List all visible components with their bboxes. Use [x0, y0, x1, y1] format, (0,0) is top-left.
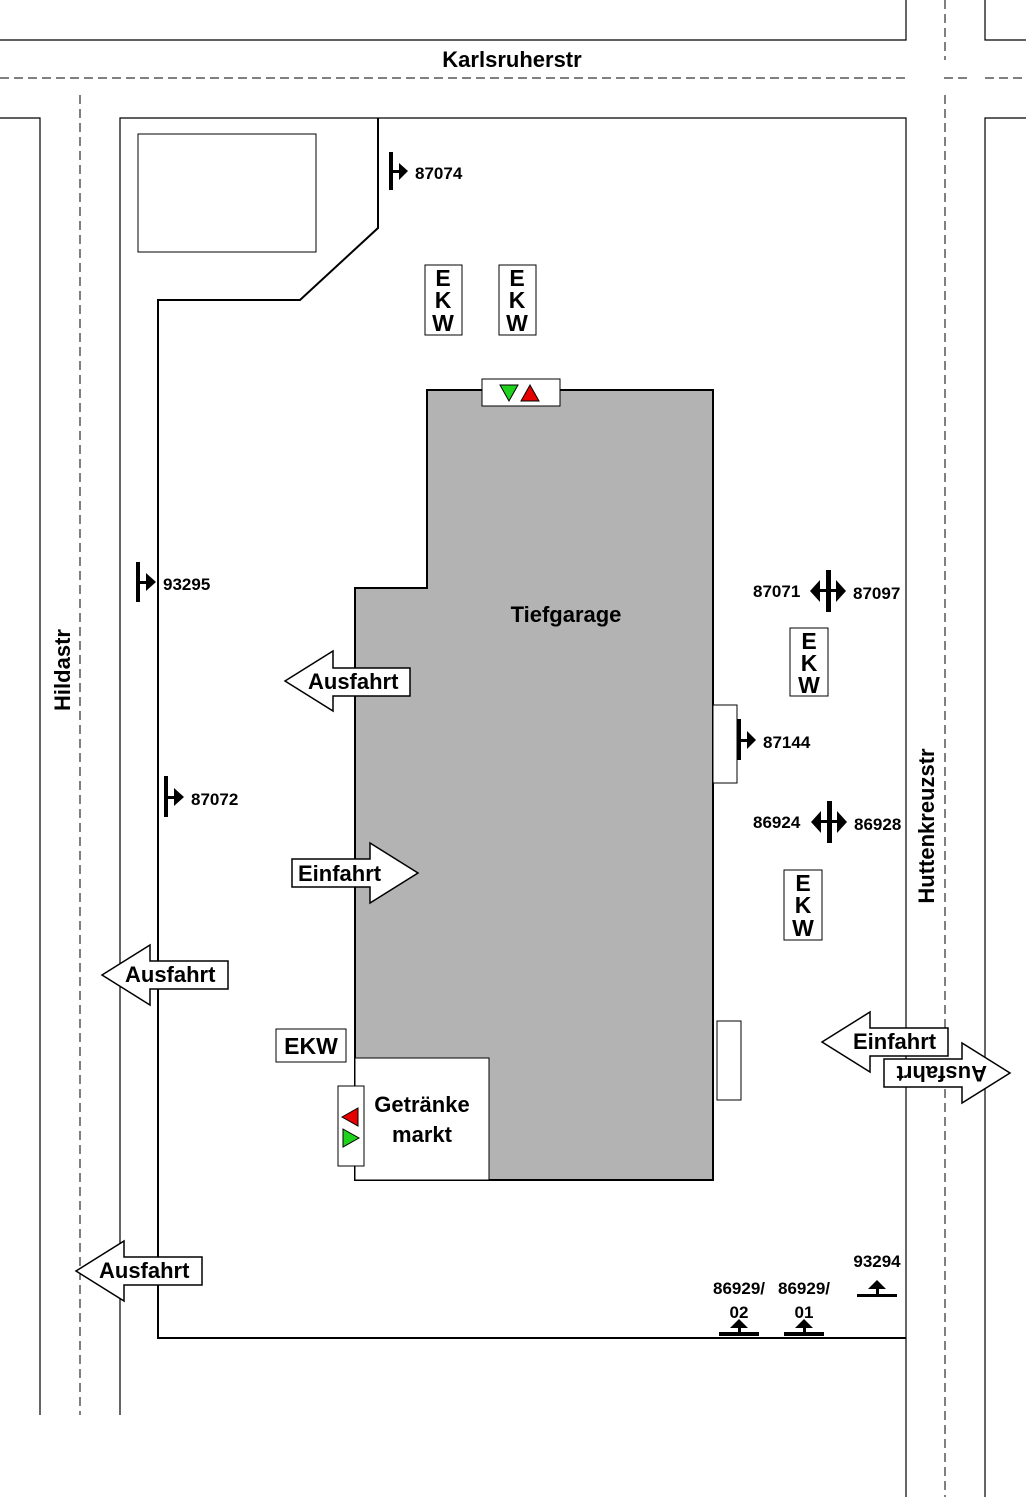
green-right-triangle-icon: [342, 1128, 361, 1148]
sign-number: 87097: [853, 584, 900, 603]
getraenkemarkt-label-1: Getränke: [374, 1092, 469, 1117]
sign-marker-86924-86928: 86924 86928: [753, 801, 901, 843]
sign-number: 86929/: [713, 1279, 765, 1298]
ekw-box: E K W: [783, 869, 823, 941]
sign-number: 93295: [163, 575, 210, 594]
ekw-letter: K: [435, 287, 452, 313]
sign-number: 87071: [753, 582, 800, 601]
ekw-box: E K W: [424, 264, 463, 336]
ekw-letter: K: [801, 650, 818, 676]
property-boundary: [157, 118, 906, 1339]
arrow-label: Ausfahrt: [125, 962, 216, 987]
getraenkemarkt-label-2: markt: [392, 1122, 453, 1147]
sign-number: 86929/: [778, 1279, 830, 1298]
sign-number: 93294: [853, 1252, 901, 1271]
red-up-triangle-icon: [520, 383, 540, 402]
outbuilding: [137, 133, 317, 253]
ausfahrt-arrow-building: Ausfahrt: [283, 649, 411, 713]
sign-marker-87072: 87072: [164, 776, 238, 817]
ekw-letter: E: [509, 265, 524, 291]
sign-marker-87144: 87144: [737, 719, 811, 760]
ausfahrt-arrow-east: Ausfahrt: [883, 1041, 1012, 1105]
ekw-letter: K: [509, 287, 526, 313]
sign-marker-93295: 93295: [136, 562, 210, 602]
ekw-letter: W: [798, 672, 820, 698]
traffic-light-top: [481, 378, 561, 407]
sign-marker-86929-01: 86929/ 01: [778, 1279, 830, 1336]
annex-box: [716, 1020, 742, 1101]
ekw-letter: W: [506, 310, 528, 336]
tiefgarage-label: Tiefgarage: [511, 602, 622, 627]
sign-number: 87144: [763, 733, 811, 752]
sign-marker-93294: 93294: [853, 1252, 901, 1297]
arrow-label: Ausfahrt: [896, 1061, 987, 1086]
arrow-label: Einfahrt: [853, 1029, 937, 1054]
ekw-label: EKW: [284, 1033, 338, 1059]
ekw-letter: K: [795, 892, 812, 918]
getraenkemarkt: [354, 1057, 490, 1181]
sign-number: 01: [795, 1303, 814, 1322]
ausfahrt-arrow-west-1: Ausfahrt: [100, 943, 229, 1007]
sign-number: 86924: [753, 813, 801, 832]
ausfahrt-arrow-west-2: Ausfahrt: [74, 1239, 203, 1303]
sign-number: 86928: [854, 815, 901, 834]
arrow-label: Einfahrt: [298, 861, 382, 886]
sign-number: 02: [730, 1303, 749, 1322]
ekw-letter: W: [432, 310, 454, 336]
ekw-letter: E: [435, 265, 450, 291]
traffic-light-shop: [337, 1085, 365, 1167]
einfahrt-arrow-east: Einfahrt: [820, 1010, 949, 1074]
sign-marker-87071-87097: 87071 87097: [753, 570, 900, 612]
street-name-hildastr: Hildastr: [50, 629, 75, 711]
annex-box: [712, 704, 738, 784]
sign-number: 87072: [191, 790, 238, 809]
sign-marker-86929-02: 86929/ 02: [713, 1279, 765, 1336]
ekw-letter: E: [801, 628, 816, 654]
green-down-triangle-icon: [499, 384, 519, 403]
ekw-box: E K W: [789, 627, 829, 698]
ekw-letter: W: [792, 915, 814, 941]
street-name-karlsruherstr: Karlsruherstr: [442, 47, 582, 72]
arrow-label: Ausfahrt: [308, 669, 399, 694]
arrow-label: Ausfahrt: [99, 1258, 190, 1283]
red-left-triangle-icon: [340, 1107, 359, 1127]
ekw-letter: E: [795, 870, 810, 896]
einfahrt-arrow-building: Einfahrt: [291, 841, 420, 905]
ekw-box: E K W: [498, 264, 537, 336]
street-name-huttenkreuzstr: Huttenkreuzstr: [914, 748, 939, 904]
sign-number: 87074: [415, 164, 463, 183]
ekw-box: EKW: [275, 1028, 347, 1063]
sign-marker-87074: 87074: [389, 152, 463, 190]
